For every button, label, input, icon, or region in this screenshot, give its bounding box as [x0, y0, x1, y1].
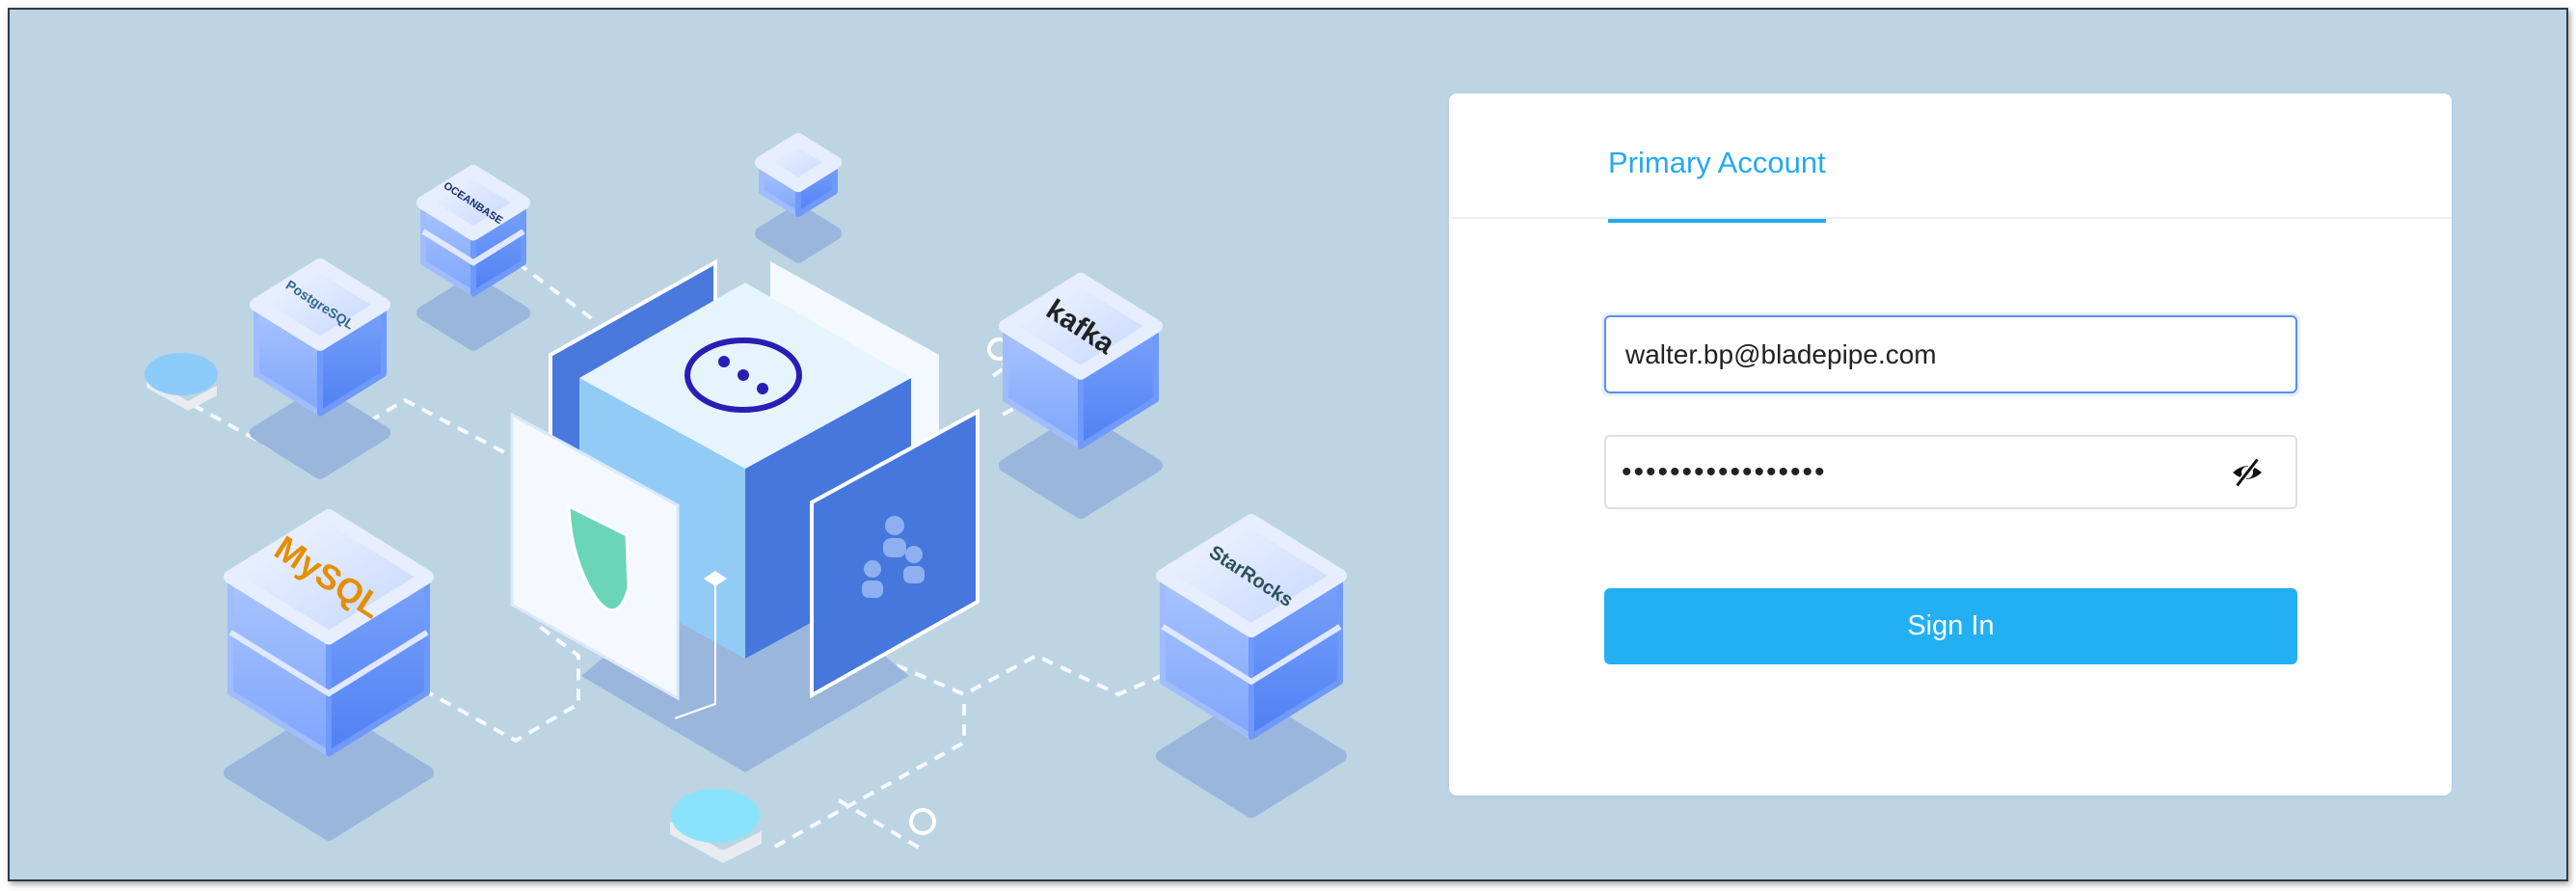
box-shadow: [1156, 694, 1347, 819]
eye-slash-icon[interactable]: [2230, 455, 2265, 490]
password-input[interactable]: [1606, 455, 2230, 489]
box-top-face: [224, 509, 434, 645]
email-input[interactable]: [1606, 338, 2295, 370]
mysql-logo-box: MySQL: [224, 509, 434, 841]
box-shadow: [999, 412, 1163, 520]
box-shadow: [250, 386, 390, 479]
box-shadow: [755, 203, 842, 263]
email-field[interactable]: [1604, 315, 2297, 393]
more-dots-icon: [684, 338, 802, 413]
box-top-face: [250, 258, 390, 351]
central-platform-cube: [510, 258, 979, 772]
login-card: Primary Account Sign In: [1449, 94, 2452, 796]
box-top-face: [1156, 514, 1347, 638]
account-tabs: Primary Account: [1449, 94, 2452, 223]
box-layer-line: [1161, 624, 1342, 686]
starrocks-logo-box: StarRocks: [1156, 514, 1347, 819]
shield-icon: [567, 503, 631, 612]
box-top-face: [416, 165, 530, 241]
postgresql-logo-box: PostgreSQL: [250, 258, 390, 479]
box-layer-line: [228, 630, 429, 697]
box-layer-line: [421, 229, 525, 266]
oceanbase-logo-box: OCEANBASE: [416, 165, 530, 351]
password-field[interactable]: [1604, 435, 2297, 509]
tab-primary-account[interactable]: Primary Account: [1608, 146, 1826, 223]
kafka-logo-box: kafka: [999, 273, 1163, 520]
users-icon: [862, 516, 925, 598]
box-shadow: [416, 275, 530, 351]
cloud-bottom: [670, 789, 762, 863]
box-top-face: [999, 273, 1163, 380]
cloud-left: [145, 353, 218, 411]
node-dot: [909, 808, 936, 835]
small-cube: [755, 133, 842, 263]
sign-in-button[interactable]: Sign In: [1604, 588, 2297, 664]
box-shadow: [224, 705, 434, 841]
box-top-face: [755, 133, 842, 193]
